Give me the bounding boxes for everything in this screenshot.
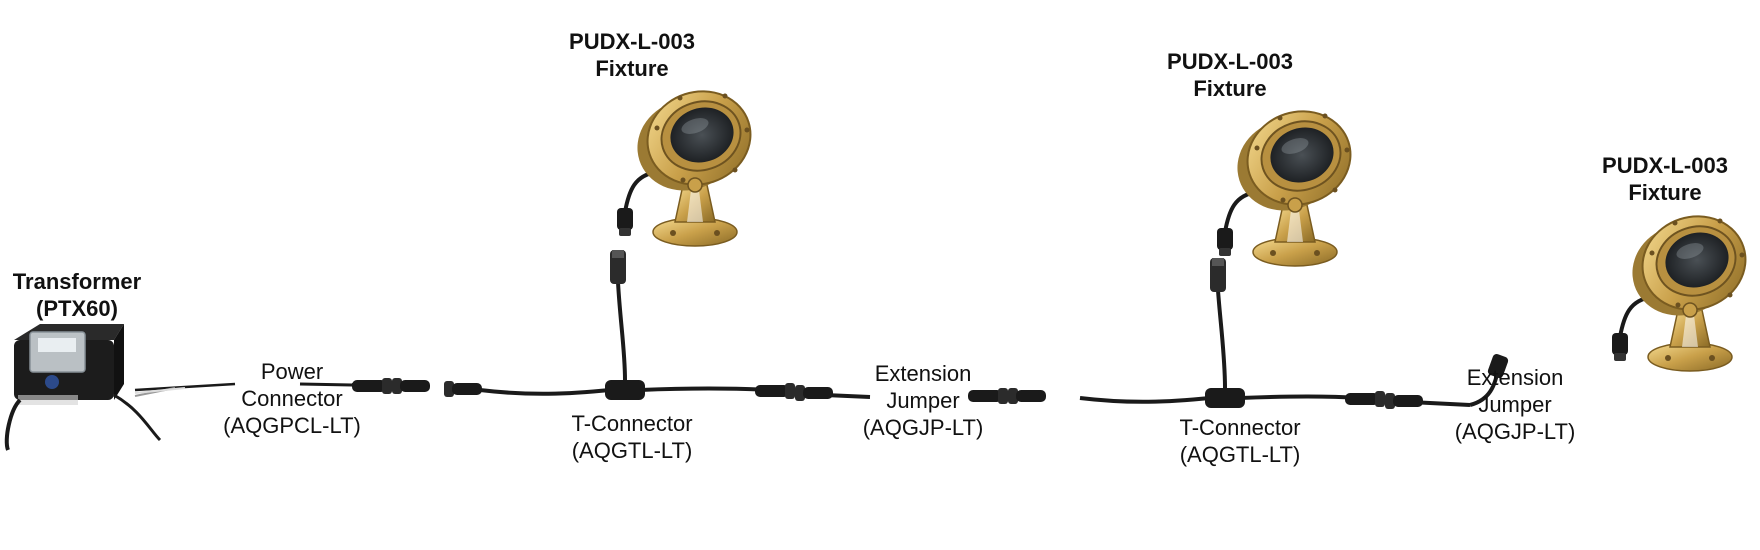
t-connector-1-icon (605, 250, 645, 400)
t-connector-1-model: (AQGTL-LT) (571, 438, 693, 463)
power-connector-line2: Connector (241, 386, 343, 411)
power-connector-line1: Power (260, 359, 324, 384)
fixture-1-label: PUDX-L-003 Fixture (569, 28, 695, 82)
power-connector-label: Power Connector (AQGPCL-LT) (223, 358, 361, 439)
power-connector-icon (352, 378, 430, 394)
power-connector-leads (134, 382, 236, 397)
power-connector-model: (AQGPCL-LT) (223, 413, 361, 438)
t-connector-2-left-coupler-icon (1008, 388, 1046, 404)
fixture-1-icon (615, 76, 765, 248)
fixture-3-type: Fixture (1628, 180, 1702, 205)
t-connector-2-icon (1205, 258, 1245, 408)
extension-jumper-2-line2: Jumper (1478, 392, 1552, 417)
fixture-3-model: PUDX-L-003 (1602, 153, 1728, 178)
fixture-1-type: Fixture (595, 56, 669, 81)
t-connector-1-label: T-Connector (AQGTL-LT) (571, 410, 692, 464)
extension-jumper-1-line2: Jumper (886, 388, 960, 413)
fixture-2-label: PUDX-L-003 Fixture (1167, 48, 1293, 102)
extension-jumper-2-model: (AQGJP-LT) (1454, 419, 1576, 444)
extension-jumper-1-model: (AQGJP-LT) (862, 415, 984, 440)
transformer-icon (4, 324, 162, 451)
t-connector-1-left-coupler-icon (444, 381, 482, 397)
extension-jumper-2-label: Extension Jumper (AQGJP-LT) (1455, 364, 1576, 445)
extension-jumper-2-icon (1345, 354, 1509, 409)
fixture-3-icon (1610, 201, 1760, 373)
fixture-2-icon (1215, 96, 1365, 268)
fixture-3-label: PUDX-L-003 Fixture (1602, 152, 1728, 206)
extension-jumper-1-label: Extension Jumper (AQGJP-LT) (863, 360, 984, 441)
t-connector-2-model: (AQGTL-LT) (1179, 442, 1301, 467)
extension-jumper-2-line1: Extension (1466, 365, 1564, 390)
fixture-2-model: PUDX-L-003 (1167, 49, 1293, 74)
t-connector-2-title: T-Connector (1179, 415, 1301, 440)
extension-jumper-1-line1: Extension (874, 361, 972, 386)
transformer-title: Transformer (12, 269, 142, 294)
t-connector-2-label: T-Connector (AQGTL-LT) (1179, 414, 1300, 468)
transformer-model: (PTX60) (36, 296, 118, 321)
fixture-2-type: Fixture (1193, 76, 1267, 101)
fixture-1-model: PUDX-L-003 (569, 29, 695, 54)
t-connector-1-title: T-Connector (571, 411, 693, 436)
transformer-label: Transformer (PTX60) (13, 268, 141, 322)
